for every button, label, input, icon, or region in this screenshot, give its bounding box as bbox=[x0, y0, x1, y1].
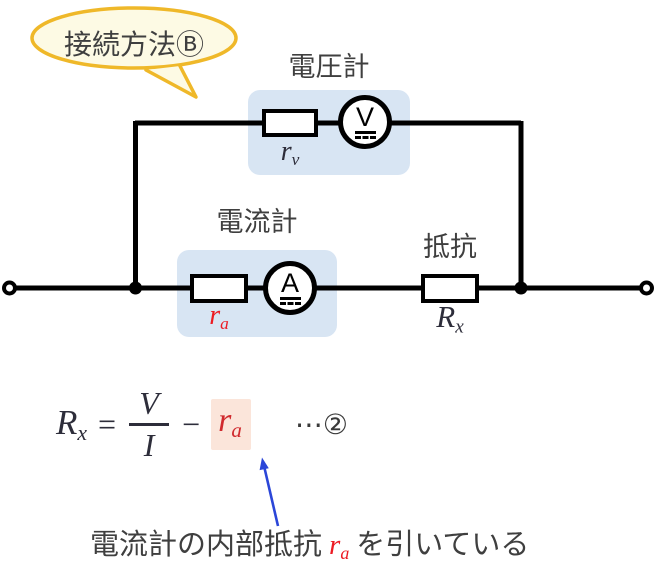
equals-sign: = bbox=[98, 405, 117, 442]
minus-sign: − bbox=[182, 405, 201, 442]
Rx-sub: x bbox=[455, 316, 464, 338]
ammeter-letter: A bbox=[280, 267, 299, 298]
ra-base: r bbox=[209, 300, 221, 331]
formula-ra-base: r bbox=[218, 401, 232, 439]
fraction-denominator: I bbox=[143, 426, 155, 463]
dc-symbol-solid bbox=[354, 131, 376, 135]
equation-number: ⋯② bbox=[294, 408, 349, 440]
caption-ra-sub: a bbox=[340, 543, 350, 564]
junction-dot-left bbox=[129, 281, 142, 295]
resistor-title: 抵抗 bbox=[423, 232, 477, 262]
highlighted-ra-term: ra bbox=[211, 398, 251, 450]
resistor-value-label: Rx bbox=[395, 299, 505, 338]
fraction-bar bbox=[129, 422, 170, 426]
ra-sub: a bbox=[220, 313, 229, 333]
caption-ra-base: r bbox=[329, 529, 341, 561]
annotation-arrow bbox=[259, 457, 280, 527]
dc-symbol-dashed bbox=[354, 136, 376, 140]
dc-symbol-dashed bbox=[279, 302, 301, 306]
formula-lhs-base: R bbox=[56, 402, 78, 442]
caption-ra-term: ra bbox=[329, 529, 350, 564]
ammeter-internal-resistor bbox=[190, 274, 248, 303]
rv-sub: v bbox=[291, 149, 300, 169]
dc-symbol-solid bbox=[279, 297, 301, 301]
caption-after: を引いている bbox=[356, 529, 530, 561]
speech-bubble-tail bbox=[144, 64, 198, 99]
caption-before: 電流計の内部抵抗 bbox=[90, 529, 323, 561]
speech-bubble-label: 接続方法Ⓑ bbox=[63, 29, 204, 60]
junction-dot-right bbox=[514, 281, 528, 295]
Rx-base: R bbox=[436, 299, 456, 334]
formula-row: Rx = V I − ra ⋯② bbox=[56, 387, 348, 461]
terminal-right bbox=[639, 280, 654, 296]
fraction-numerator: V bbox=[139, 385, 159, 421]
voltmeter-title: 電圧計 bbox=[288, 52, 370, 82]
voltmeter-resistance-label: rv bbox=[240, 136, 340, 170]
formula-lhs: Rx bbox=[56, 403, 87, 446]
ammeter-symbol: A bbox=[263, 261, 317, 315]
terminal-left bbox=[2, 280, 17, 296]
formula-ra-sub: a bbox=[231, 417, 242, 442]
formula-fraction: V I bbox=[129, 385, 170, 463]
ammeter-title: 電流計 bbox=[216, 207, 298, 237]
formula-lhs-sub: x bbox=[77, 420, 88, 445]
voltmeter-symbol: V bbox=[338, 95, 392, 149]
voltmeter-internal-resistor bbox=[262, 109, 318, 137]
ammeter-resistance-label: ra bbox=[169, 300, 269, 334]
rv-base: r bbox=[280, 136, 292, 167]
voltmeter-letter: V bbox=[355, 101, 374, 132]
